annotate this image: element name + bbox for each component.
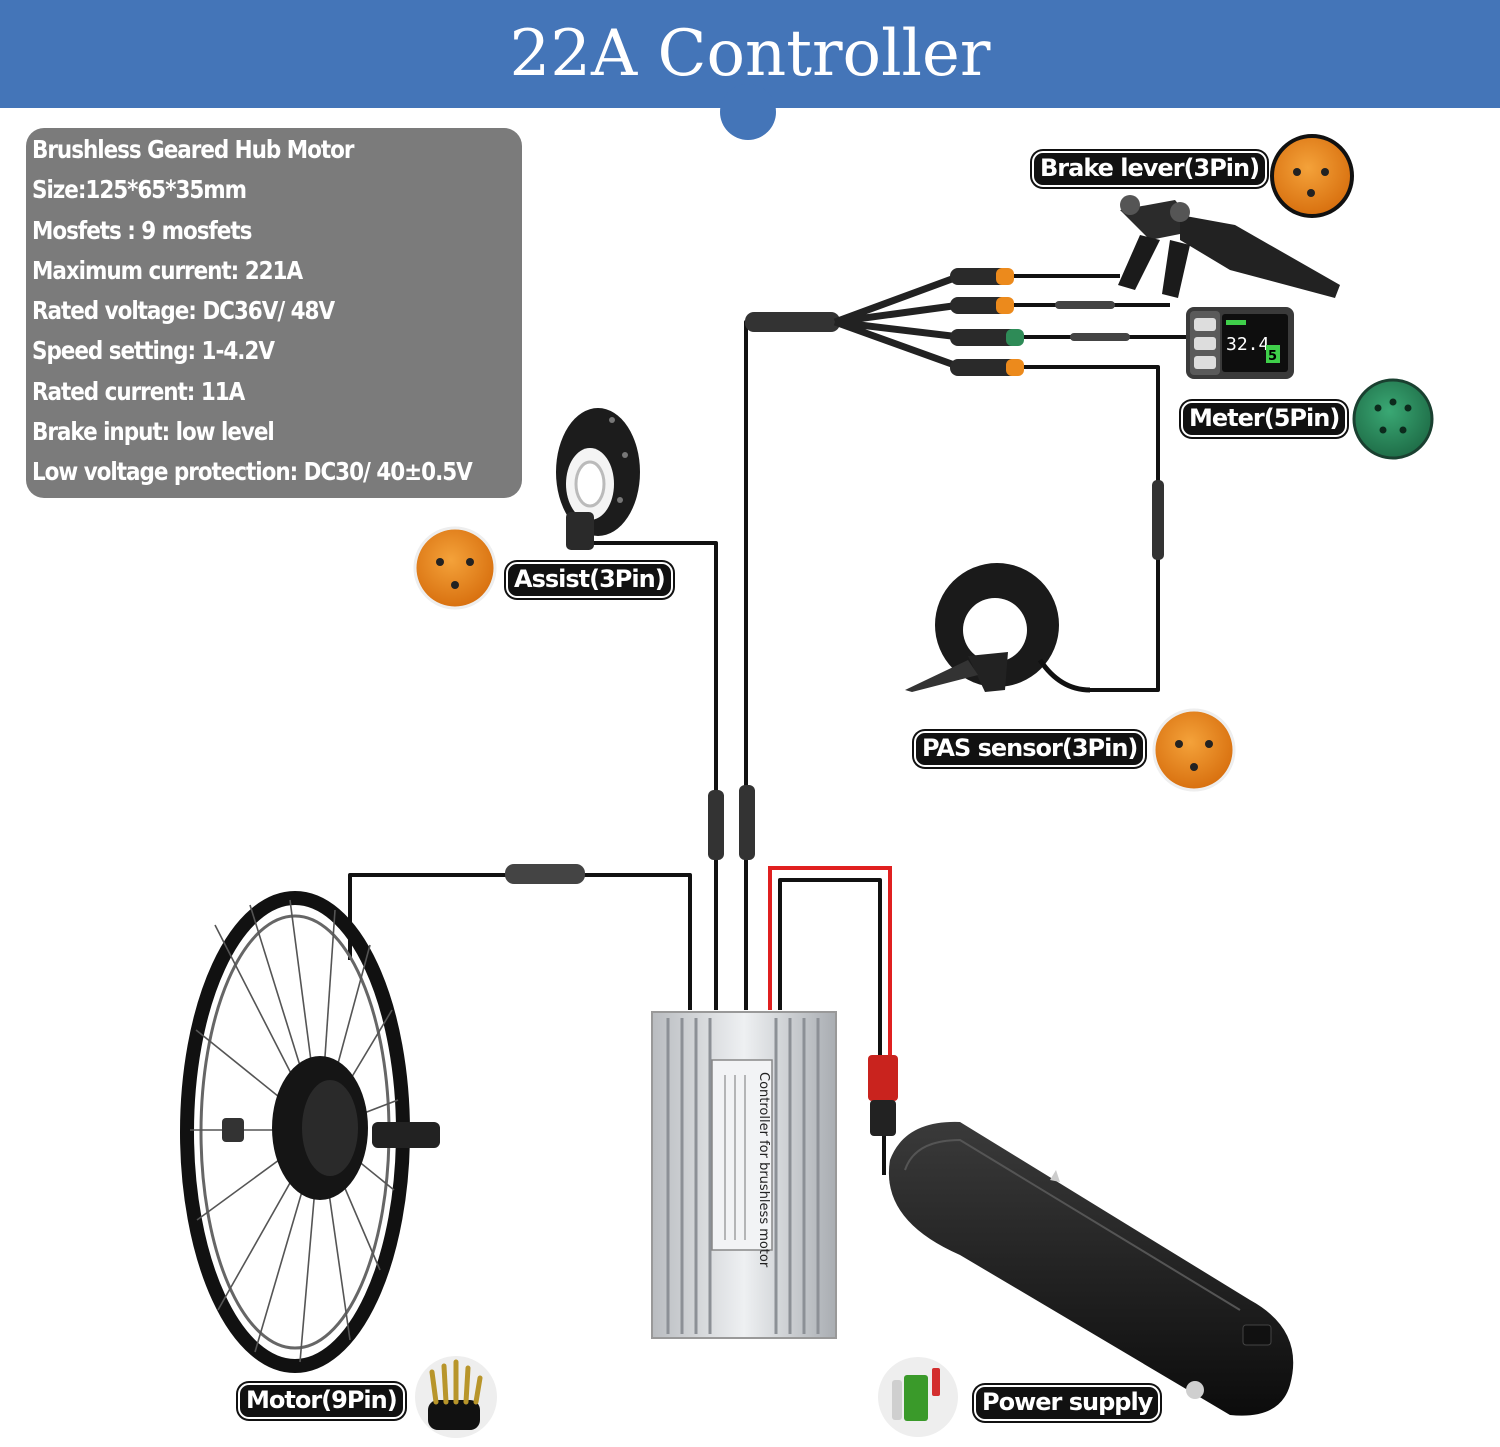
meter-display-image: 32.4 5 xyxy=(1186,307,1294,379)
brake-lever-label: Brake lever(3Pin) xyxy=(1032,151,1268,187)
power-connector-image xyxy=(868,1055,898,1136)
assist-sensor-image xyxy=(556,408,640,550)
green-connector-icon xyxy=(1352,378,1434,460)
meter-speed-readout: 32.4 xyxy=(1226,334,1269,355)
harness-wire xyxy=(744,320,760,1010)
spec-line: Rated current: 11A xyxy=(32,376,245,406)
controller-label: Controller for brushless motor xyxy=(756,1072,771,1268)
motor-plug-icon xyxy=(415,1356,497,1438)
assist-label: Assist(3Pin) xyxy=(506,562,673,598)
spec-line: Brushless Geared Hub Motor xyxy=(32,135,354,164)
banner-notch xyxy=(720,84,776,140)
power-plug-icon xyxy=(878,1357,958,1437)
power-positive-wire xyxy=(768,866,892,1060)
motor-wire xyxy=(348,873,692,1010)
controller-image: Controller for brushless motor xyxy=(651,1011,837,1339)
meter-level-readout: 5 xyxy=(1268,349,1277,364)
brake-lever-image xyxy=(1118,195,1340,298)
spec-line: Speed setting: 1-4.2V xyxy=(32,336,275,366)
orange-connector-icon xyxy=(413,526,497,610)
motor-label: Motor(9Pin) xyxy=(238,1383,405,1419)
spec-line: Size:125*65*35mm xyxy=(32,175,247,205)
specs-box: Brushless Geared Hub Motor Size:125*65*3… xyxy=(26,128,522,498)
assist-wire xyxy=(580,541,718,1010)
spec-line: Mosfets : 9 mosfets xyxy=(32,215,252,245)
pas-sensor-image xyxy=(905,563,1091,693)
spec-line: Rated voltage: DC36V/ 48V xyxy=(32,296,335,326)
meter-label: Meter(5Pin) xyxy=(1181,401,1348,437)
orange-connector-icon xyxy=(1152,708,1236,792)
harness-splitter xyxy=(505,268,1164,884)
power-negative-wire xyxy=(778,878,882,1060)
page-title: 22A Controller xyxy=(509,17,991,91)
motor-wheel-image xyxy=(180,891,440,1373)
power-supply-label: Power supply xyxy=(974,1385,1161,1421)
spec-line: Low voltage protection: DC30/ 40±0.5V xyxy=(32,457,473,487)
battery-image xyxy=(888,1121,1294,1416)
pas-sensor-label: PAS sensor(3Pin) xyxy=(914,731,1146,767)
spec-line: Maximum current: 221A xyxy=(32,255,303,285)
orange-connector-icon xyxy=(1270,134,1354,218)
spec-line: Brake input: low level xyxy=(32,417,275,447)
